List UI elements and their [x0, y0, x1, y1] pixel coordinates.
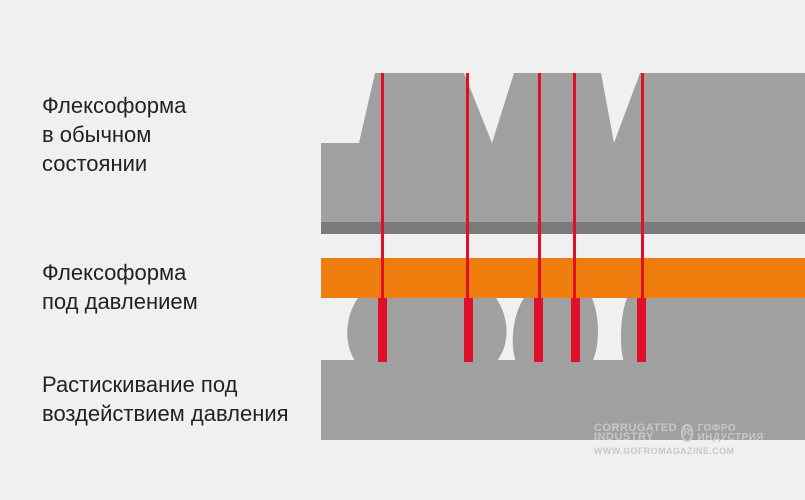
label-normal-state: Флексоформа в обычном состоянии — [42, 93, 187, 176]
watermark: CORRUGATED INDUSTRY R ГОФРО ИНДУСТРИЯ WW… — [594, 422, 764, 457]
compressed-dot-2 — [384, 298, 465, 362]
guide-line-2-thick — [464, 298, 473, 362]
guide-line-4-thick — [571, 298, 580, 362]
guide-line-1-thick — [378, 298, 387, 362]
registered-icon: R — [681, 424, 694, 442]
compressed-dot-3 — [470, 298, 507, 362]
compressed-dot-8 — [644, 298, 805, 362]
guide-lines — [378, 73, 646, 362]
guide-line-3-thin — [538, 73, 541, 298]
impression-layer — [321, 258, 805, 298]
guide-line-1-thin — [381, 73, 384, 298]
watermark-url: WWW.GOFROMAGAZINE.COM — [594, 446, 735, 456]
label-under-pressure: Флексоформа под давлением — [42, 260, 198, 314]
watermark-brand-left: CORRUGATED INDUSTRY — [594, 422, 678, 443]
guide-line-4-thin — [573, 73, 576, 298]
compressed-dot-5 — [541, 298, 572, 362]
guide-line-2-thin — [466, 73, 469, 298]
guide-line-5-thick — [637, 298, 646, 362]
guide-line-5-thin — [641, 73, 644, 298]
label-squeeze-out: Растискивание под воздействием давления — [42, 372, 289, 426]
compressed-dot-6 — [578, 298, 598, 362]
plate-backing-layer — [321, 222, 805, 234]
compressed-dot-7 — [620, 298, 637, 362]
plate-normal-state — [321, 73, 805, 222]
compressed-dot-4 — [512, 298, 536, 362]
plate-base-compressed — [321, 360, 805, 440]
compressed-dot-1 — [347, 298, 380, 362]
guide-line-3-thick — [534, 298, 543, 362]
watermark-brand-right: ГОФРО ИНДУСТРИЯ — [697, 423, 764, 443]
